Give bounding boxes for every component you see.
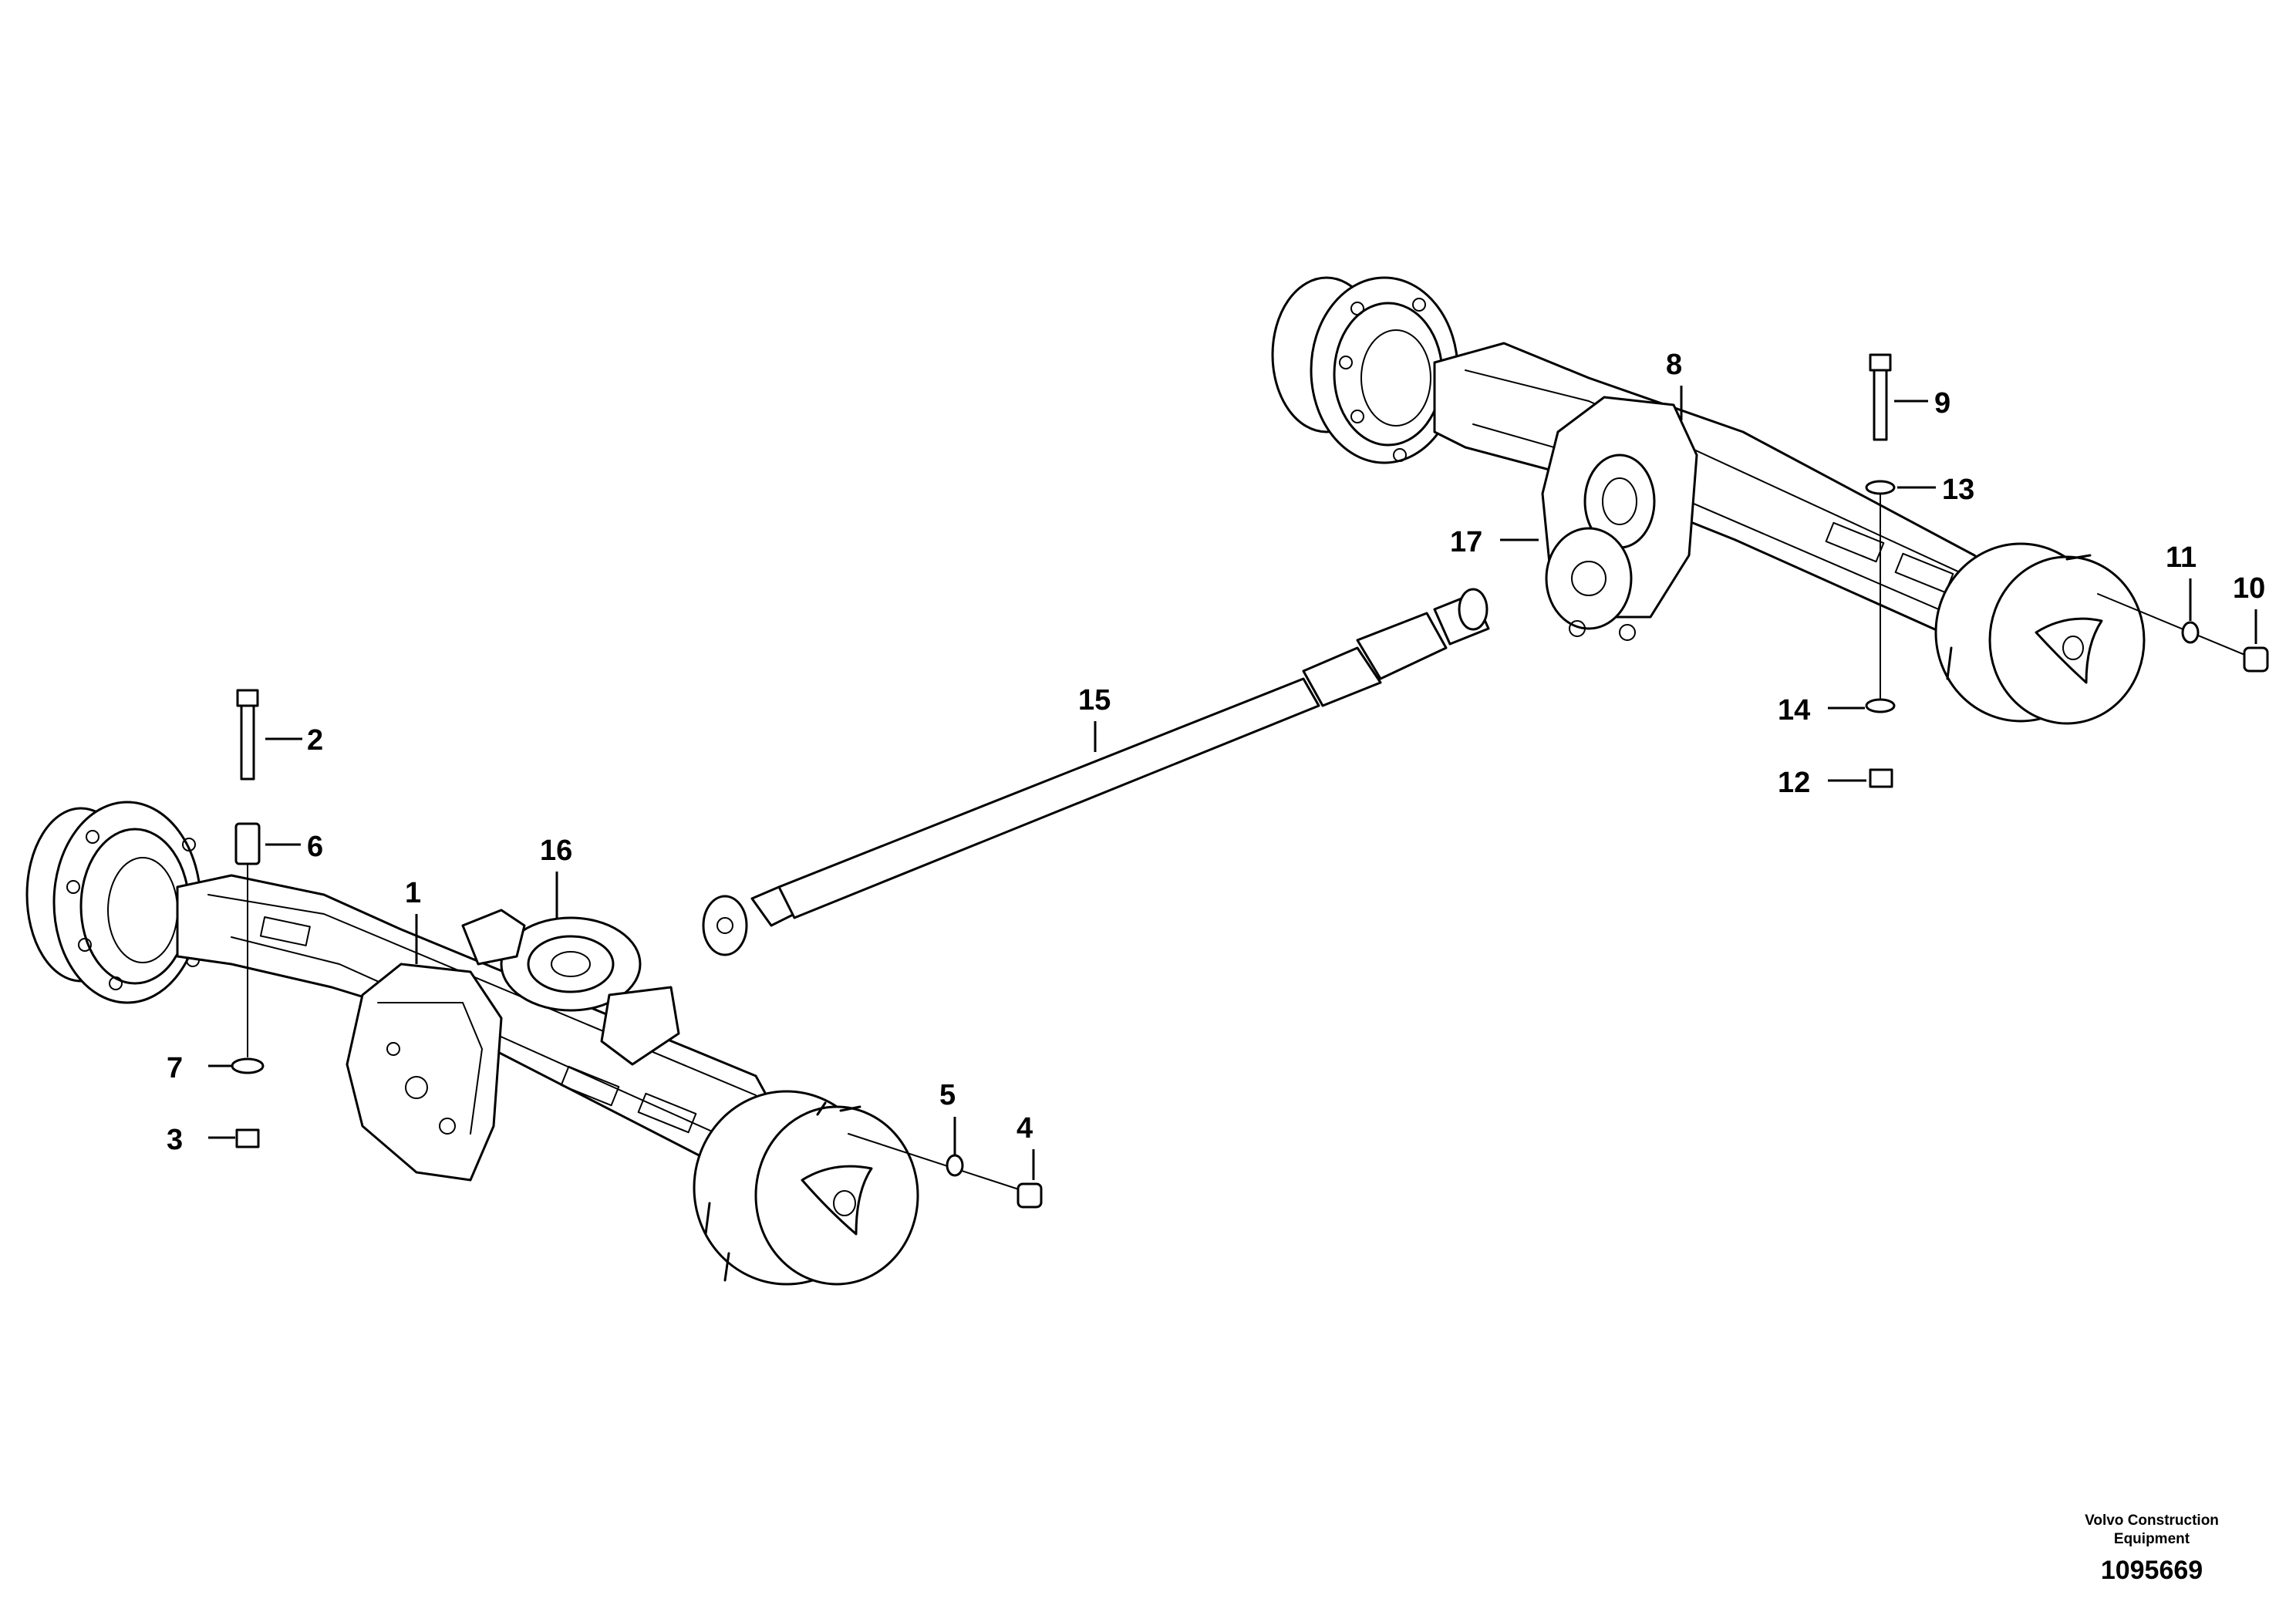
- washer-5: [946, 1154, 964, 1177]
- callout-7: 7: [167, 1052, 183, 1084]
- callout-5: 5: [939, 1079, 956, 1111]
- callout-15: 15: [1078, 684, 1111, 717]
- rear-drop-box: [1545, 527, 1633, 630]
- washer-14: [1865, 698, 1896, 713]
- callout-2: 2: [307, 724, 323, 757]
- callout-1: 1: [405, 877, 421, 909]
- propeller-shaft: [702, 588, 1490, 956]
- front-wheel-fasteners: [848, 1133, 1043, 1209]
- front-axle-left-hub: [25, 801, 202, 1004]
- leader-lines: [208, 386, 2257, 1180]
- callout-14: 14: [1778, 694, 1810, 727]
- callout-3: 3: [167, 1124, 183, 1156]
- callout-10: 10: [2233, 572, 2265, 605]
- manufacturer-line-2: Equipment: [2113, 1531, 2190, 1547]
- rear-axle-assembly: [1271, 276, 2146, 725]
- callout-17: 17: [1450, 526, 1482, 558]
- front-brake-unit: [461, 909, 680, 1066]
- callout-labels: 1 2 3 4 5 6 7 8 9 10 11 12 13 14 15 16 1…: [167, 349, 2265, 1156]
- front-bolt-assembly: [231, 689, 265, 1148]
- nut-12: [1869, 768, 1893, 788]
- front-axle-assembly: [25, 801, 919, 1286]
- nut-10: [2243, 646, 2269, 673]
- callout-4: 4: [1017, 1112, 1033, 1145]
- callout-12: 12: [1778, 767, 1810, 799]
- callout-9: 9: [1934, 387, 1950, 420]
- callout-6: 6: [307, 831, 323, 863]
- rear-wheel-fasteners: [2097, 593, 2269, 673]
- bolt-2-head: [236, 689, 259, 707]
- rear-axle-right-hub: [1934, 542, 2146, 725]
- washer-11: [2181, 621, 2200, 644]
- drawing-number: 1095669: [2100, 1556, 2203, 1585]
- callout-8: 8: [1666, 349, 1682, 381]
- washer-7: [231, 1057, 265, 1074]
- rear-bolt-assembly: [1865, 353, 1896, 788]
- bolt-9-head: [1869, 353, 1892, 372]
- nut-3: [235, 1128, 260, 1148]
- callout-11: 11: [2166, 541, 2197, 574]
- front-axle-right-hub: [693, 1090, 919, 1286]
- front-differential-housing: [346, 963, 503, 1182]
- rear-axle-housing: [1433, 342, 2022, 649]
- drawing-caption: Volvo Construction Equipment 1095669: [2036, 1512, 2267, 1586]
- nut-4: [1017, 1182, 1043, 1209]
- callout-13: 13: [1942, 474, 1974, 506]
- washer-13: [1865, 480, 1896, 495]
- rear-axle-left-hub: [1271, 276, 1459, 464]
- spacer-6: [234, 822, 261, 865]
- manufacturer-line-1: Volvo Construction: [2085, 1512, 2219, 1529]
- callout-16: 16: [540, 835, 572, 867]
